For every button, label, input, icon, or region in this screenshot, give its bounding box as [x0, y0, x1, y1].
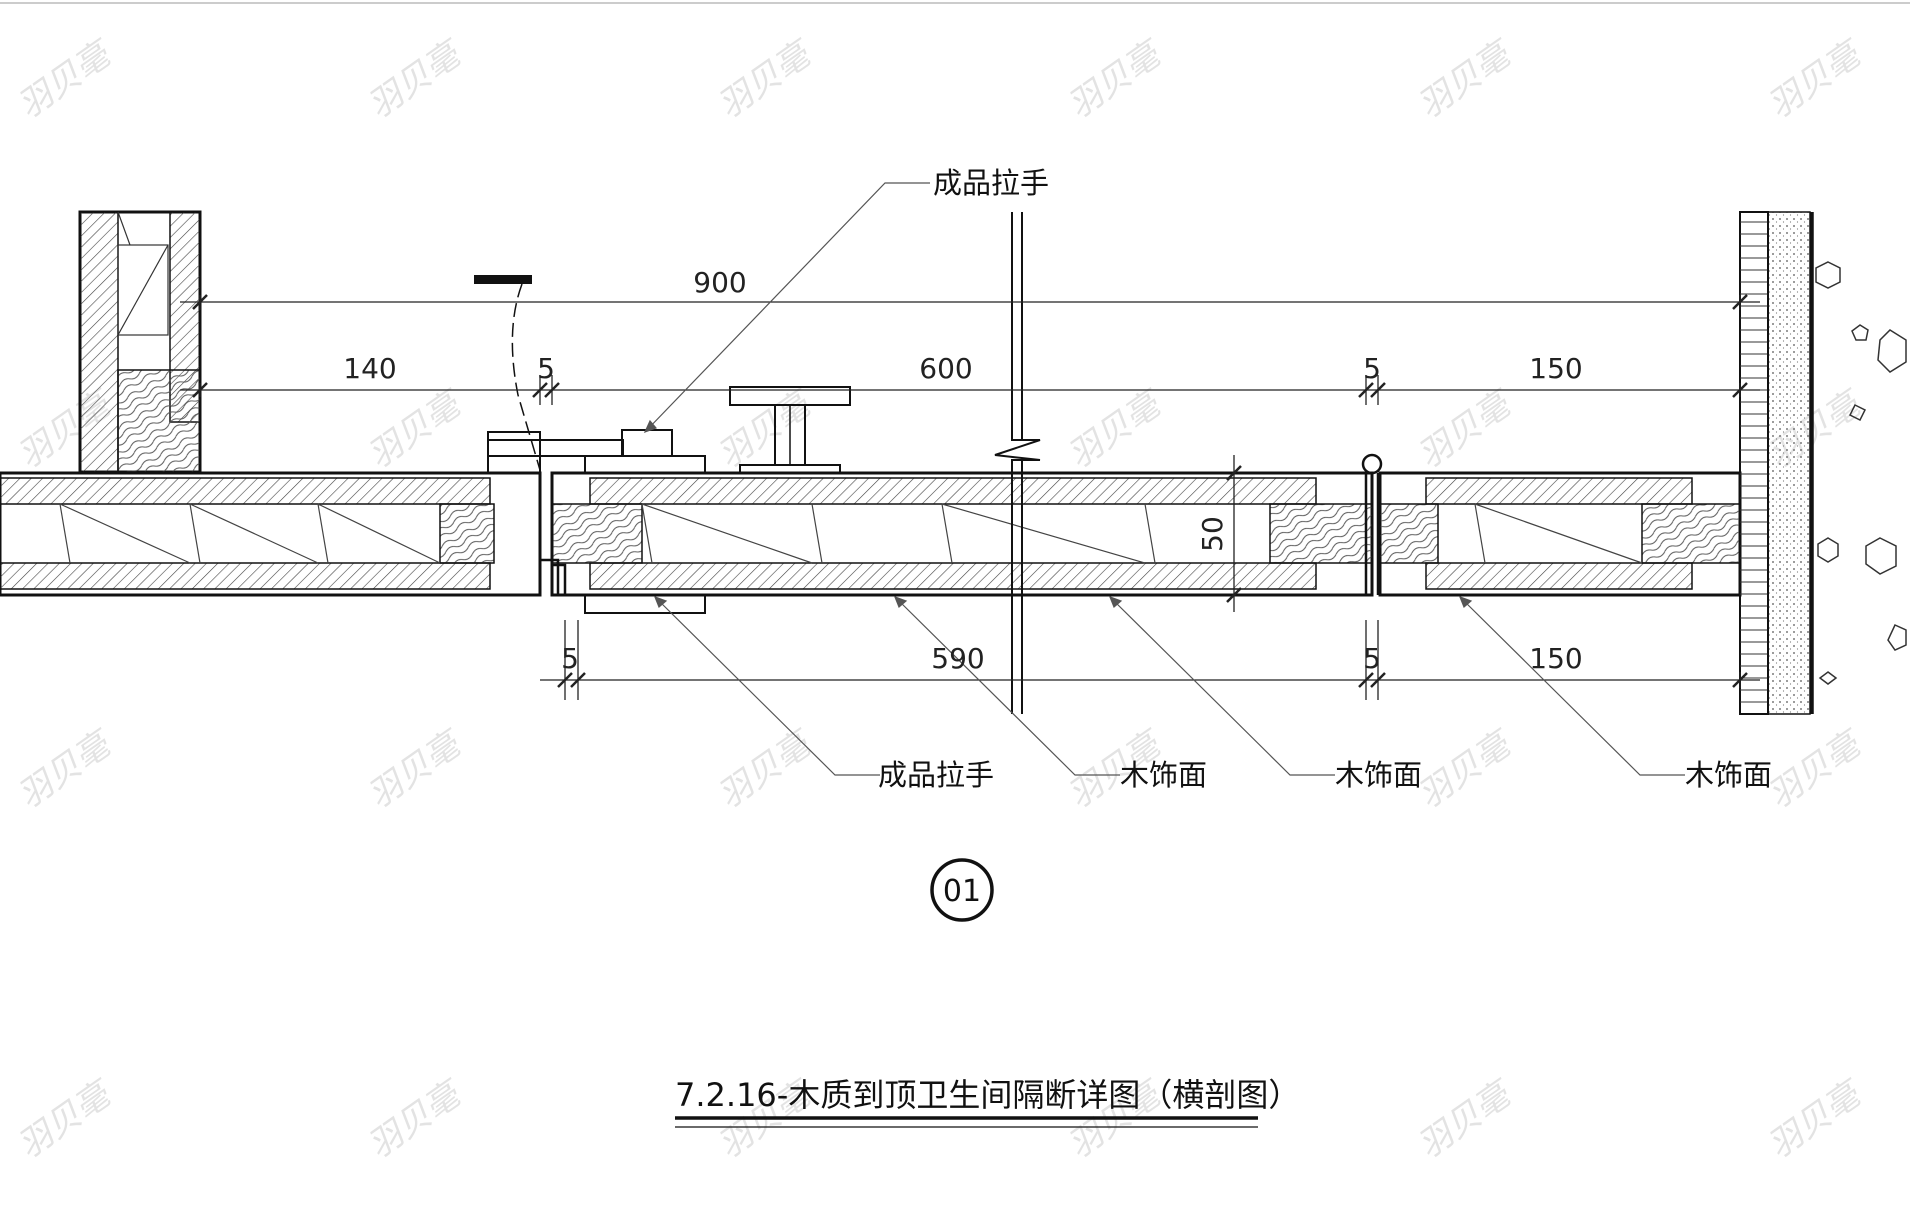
watermark-text: 羽贝毫	[1060, 382, 1171, 476]
dim-bottom-middle: 590	[931, 642, 984, 675]
right-partition-panel	[1378, 471, 1742, 597]
latch-gap	[474, 275, 624, 597]
watermark-layer: 羽贝毫羽贝毫羽贝毫羽贝毫羽贝毫羽贝毫羽贝毫羽贝毫羽贝毫羽贝毫羽贝毫羽贝毫羽贝毫羽…	[10, 32, 1871, 1166]
watermark-text: 羽贝毫	[1760, 1072, 1871, 1166]
callout-wood-finish-1: 木饰面	[1120, 758, 1207, 792]
watermark-text: 羽贝毫	[10, 32, 121, 126]
callout-wood-finish-2: 木饰面	[1335, 758, 1422, 792]
middle-partition-panel	[550, 386, 1374, 614]
callout-handle-top: 成品拉手	[933, 166, 1049, 200]
dim-bottom-gap-left: 5	[561, 642, 579, 675]
drawing-title: 7.2.16-木质到顶卫生间隔断详图（横剖图）	[675, 1076, 1300, 1128]
watermark-text: 羽贝毫	[1410, 1072, 1521, 1166]
watermark-text: 羽贝毫	[710, 722, 821, 816]
dim-thickness: 50	[1196, 516, 1229, 552]
dim-bottom-right: 150	[1529, 642, 1582, 675]
break-line	[994, 212, 1041, 714]
detail-mark-number: 01	[943, 874, 981, 909]
watermark-text: 羽贝毫	[1410, 722, 1521, 816]
dimension-labels: 900 140 5 600 5 150 50 5 590 5 150	[343, 266, 1582, 675]
callout-labels: 成品拉手 成品拉手 木饰面 木饰面 木饰面	[878, 166, 1772, 792]
drawing-title-text: 7.2.16-木质到顶卫生间隔断详图（横剖图）	[675, 1076, 1300, 1114]
watermark-text: 羽贝毫	[710, 32, 821, 126]
watermark-text: 羽贝毫	[1410, 32, 1521, 126]
watermark-text: 羽贝毫	[360, 722, 471, 816]
dim-top-middle: 600	[919, 352, 972, 385]
dim-overall: 900	[693, 266, 746, 299]
left-wall-section	[78, 210, 202, 474]
callout-wood-finish-3: 木饰面	[1685, 758, 1772, 792]
left-door-panel	[0, 471, 542, 597]
dim-top-right: 150	[1529, 352, 1582, 385]
watermark-text: 羽贝毫	[10, 1072, 121, 1166]
right-wall-section	[1739, 211, 1907, 715]
dimension-lines	[180, 294, 1760, 700]
watermark-text: 羽贝毫	[1760, 722, 1871, 816]
watermark-text: 羽贝毫	[360, 382, 471, 476]
callout-handle-bottom: 成品拉手	[878, 758, 994, 792]
dim-bottom-gap-right: 5	[1363, 642, 1381, 675]
watermark-text: 羽贝毫	[1060, 32, 1171, 126]
detail-mark: 01	[930, 858, 994, 922]
pivot-joint	[1361, 453, 1383, 595]
dim-top-gap-left: 5	[537, 352, 555, 385]
watermark-text: 羽贝毫	[10, 722, 121, 816]
dim-top-left: 140	[343, 352, 396, 385]
watermark-text: 羽贝毫	[1410, 382, 1521, 476]
watermark-text: 羽贝毫	[360, 32, 471, 126]
leader-lines	[643, 182, 1685, 776]
watermark-text: 羽贝毫	[1760, 32, 1871, 126]
watermark-text: 羽贝毫	[360, 1072, 471, 1166]
dim-top-gap-right: 5	[1363, 352, 1381, 385]
